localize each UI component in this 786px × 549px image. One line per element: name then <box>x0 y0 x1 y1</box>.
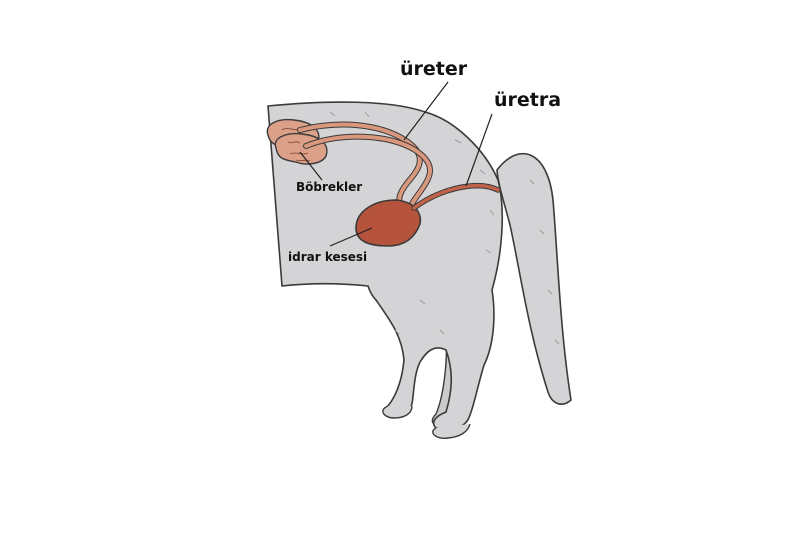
cat-front-paw <box>382 405 413 419</box>
ureter-label: üreter <box>400 58 468 80</box>
ureter-leader-line <box>403 81 449 141</box>
bladder-label: idrar kesesi <box>288 250 368 264</box>
cat-body <box>267 101 504 431</box>
urethra <box>411 182 501 211</box>
bladder <box>355 199 422 247</box>
uretra-label: üretra <box>494 89 562 111</box>
bladder-leader-line <box>329 227 373 247</box>
cat-back-paw <box>432 423 471 440</box>
kidneys-label: Böbrekler <box>296 180 363 194</box>
uretra-leader-line <box>465 113 493 187</box>
cat-tail <box>496 152 572 405</box>
kidney-texture <box>281 127 311 162</box>
ureters <box>297 121 433 213</box>
kidneys-leader-line <box>299 151 323 181</box>
